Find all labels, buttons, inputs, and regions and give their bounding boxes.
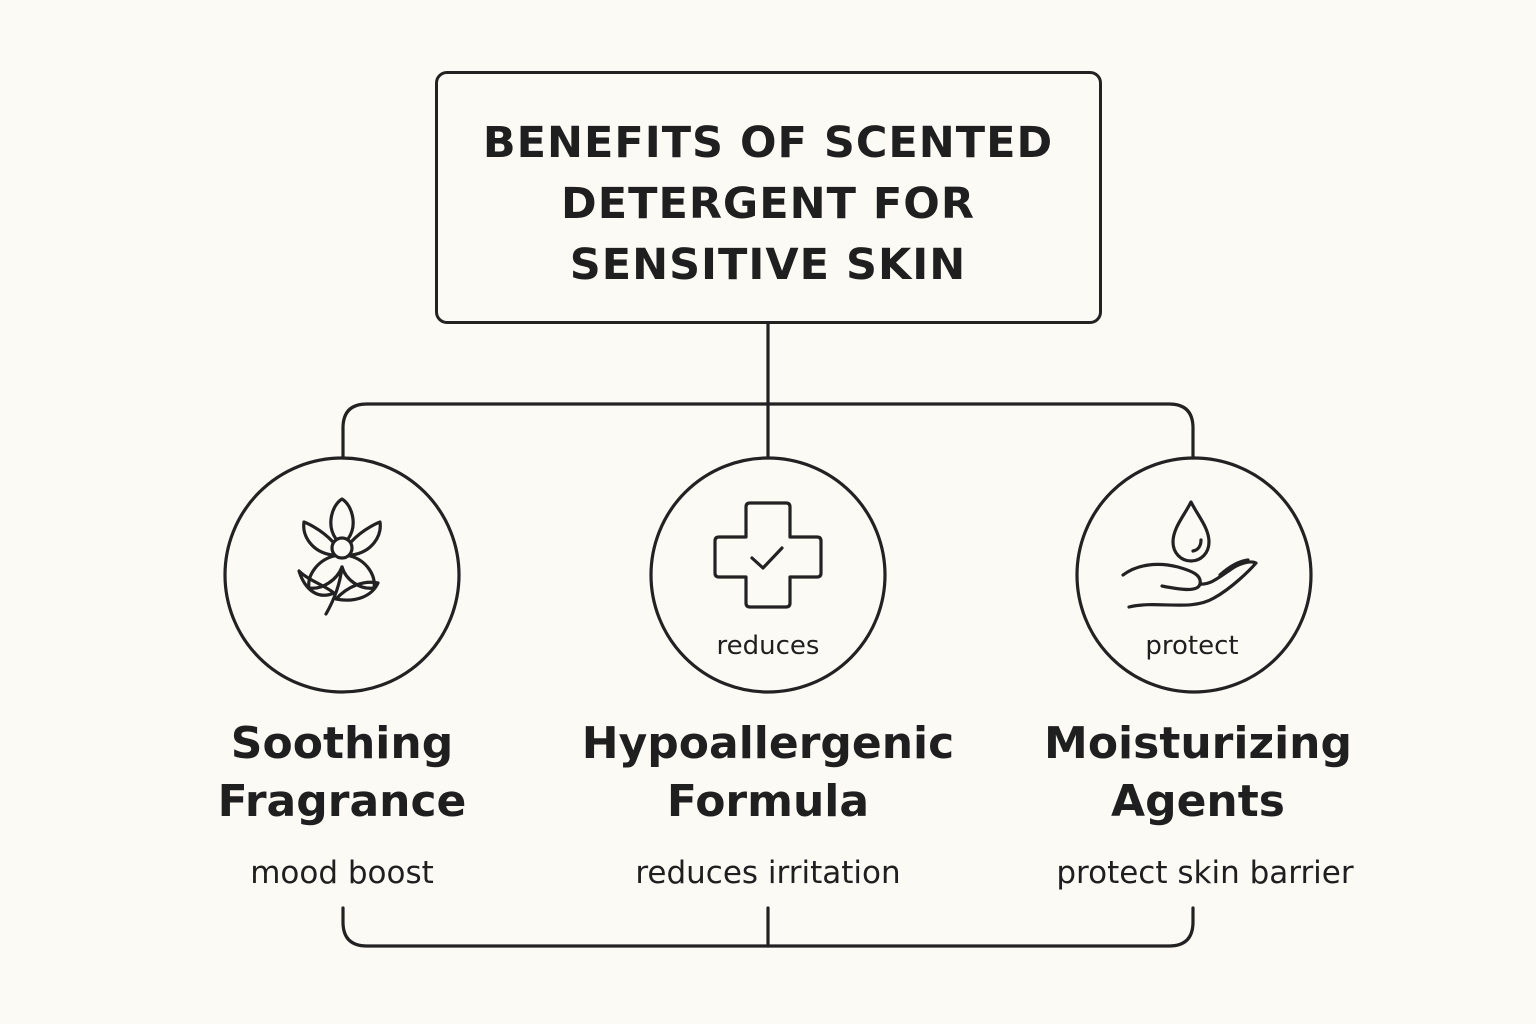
benefit-name-soothing-fragrance: Soothing Fragrance: [132, 715, 552, 831]
benefit-circle-1: [223, 456, 461, 694]
benefit-name-line: Moisturizing: [1044, 718, 1352, 769]
circle-label-hypoallergenic: reduces: [716, 631, 820, 661]
circle-label-moisturizing: protect: [1145, 631, 1239, 661]
benefit-name-line: Fragrance: [217, 776, 467, 827]
benefit-name-line: Agents: [1111, 776, 1285, 827]
benefit-circle-3: [1075, 456, 1313, 694]
benefit-name-hypoallergenic-formula: Hypoallergenic Formula: [558, 715, 978, 831]
benefit-description-soothing: mood boost: [250, 855, 434, 891]
title-line-1: BENEFITS OF SCENTED: [482, 118, 1054, 168]
benefit-name-line: Hypoallergenic: [581, 718, 955, 769]
flower-icon: [297, 497, 382, 616]
title-line-3: SENSITIVE SKIN: [569, 240, 967, 290]
benefit-circle-2: [649, 456, 887, 694]
benefit-description-moisturizing: protect skin barrier: [1056, 855, 1354, 891]
benefit-name-line: Formula: [666, 776, 870, 827]
diagram-title: BENEFITS OF SCENTED DETERGENT FOR SENSIT…: [0, 113, 1536, 296]
hand-droplet-icon: [1121, 500, 1258, 609]
benefit-name-line: Soothing: [230, 718, 454, 769]
medical-cross-check-icon: [713, 501, 823, 609]
title-line-2: DETERGENT FOR: [561, 179, 975, 229]
benefit-description-hypoallergenic: reduces irritation: [635, 855, 901, 891]
title-box: [435, 71, 1102, 324]
benefit-name-moisturizing-agents: Moisturizing Agents: [988, 715, 1408, 831]
